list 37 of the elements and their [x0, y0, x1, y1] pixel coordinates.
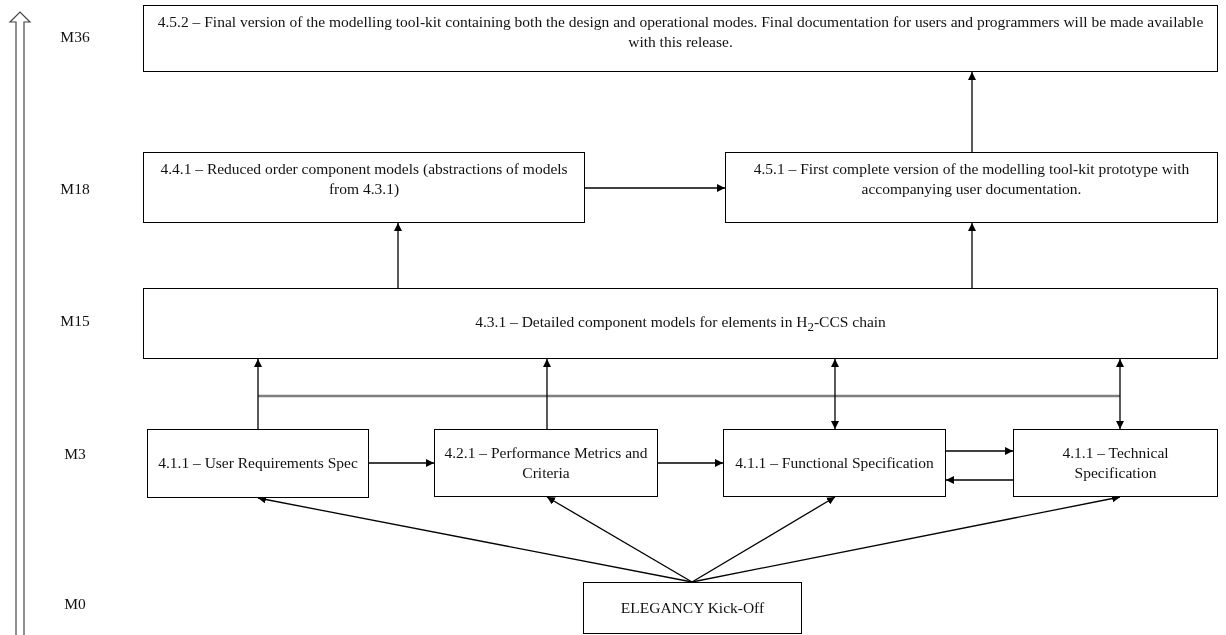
task-box [434, 429, 658, 497]
arrow [945, 476, 1014, 484]
arrow [968, 71, 976, 153]
arrow [657, 459, 724, 467]
milestone-label: M3 [63, 445, 87, 463]
milestone-label: M15 [59, 312, 91, 330]
milestone-label: M0 [63, 595, 87, 613]
arrow [1116, 358, 1124, 430]
arrow [968, 222, 976, 289]
task-text: ELEGANCY Kick-Off [620, 597, 765, 618]
arrow [368, 459, 435, 467]
arrow [254, 358, 262, 430]
task-text: 4.1.1 – Functional Specification [735, 452, 934, 473]
milestone-label: M18 [59, 180, 91, 198]
arrow [584, 184, 726, 192]
task-box [583, 582, 802, 634]
task-box [147, 429, 369, 498]
task-text: 4.5.1 – First complete version of the modelling tool-kit prototype with accompanying user documentation. [752, 159, 1191, 200]
arrow [546, 496, 693, 583]
task-box [143, 5, 1218, 72]
task-text: 4.1.1 – User Requirements Spec [158, 453, 358, 474]
task-text: 4.3.1 – Detailed component models for elements in H$_{2}$-CCS chain [475, 311, 886, 336]
task-box [143, 288, 1218, 359]
arrow [543, 358, 551, 430]
milestone-label: M36 [59, 28, 91, 46]
task-text: 4.1.1 – Technical Specification [1061, 442, 1170, 483]
arrow [394, 222, 402, 289]
task-text: 4.4.1 – Reduced order component models (abstractions of models from 4.3.1) [159, 159, 569, 200]
arrow [691, 496, 836, 583]
task-text: 4.5.2 – Final version of the modelling tool-kit containing both the design and operational modes. Final documentation for users and programmers will be made available with this release. [156, 12, 1205, 53]
task-box [725, 152, 1218, 223]
arrow [831, 358, 839, 430]
task-text: 4.2.1 – Performance Metrics and Criteria [443, 442, 649, 483]
task-box [723, 429, 946, 497]
task-box [1013, 429, 1218, 497]
arrow [945, 447, 1014, 455]
task-box [143, 152, 585, 223]
